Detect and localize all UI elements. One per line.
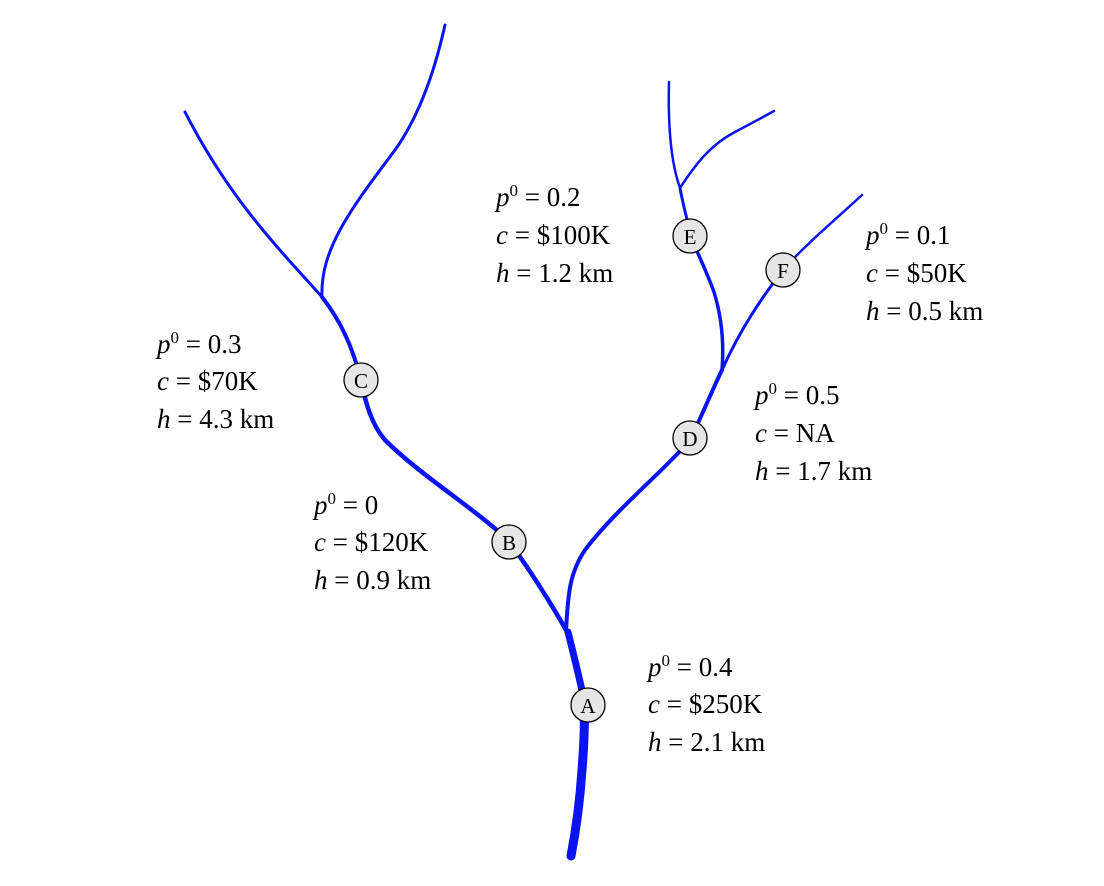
node-c-label: C <box>354 369 368 393</box>
annotation-e-p: p0 = 0.2 <box>494 181 580 212</box>
river-segment-e-right-branch <box>678 109 776 190</box>
annotation-c-p: p0 = 0.3 <box>155 328 241 359</box>
annotation-e: p0 = 0.2 c = $100K h = 1.2 km <box>494 181 613 288</box>
node-d-label: D <box>682 427 697 451</box>
annotation-b-p: p0 = 0 <box>312 489 378 520</box>
annotation-d: p0 = 0.5 c = NA h = 1.7 km <box>753 379 872 486</box>
annotation-f-h: h = 0.5 km <box>866 296 983 326</box>
river-segment-d-to-a <box>564 438 692 632</box>
annotation-a-c: c = $250K <box>648 689 763 719</box>
node-a: A <box>570 687 606 723</box>
node-e-circle <box>672 218 708 254</box>
node-d-circle <box>672 420 708 456</box>
annotation-c-c: c = $70K <box>157 366 258 396</box>
node-b-label: B <box>502 531 516 555</box>
annotation-a-p: p0 = 0.4 <box>646 651 733 682</box>
annotation-e-c: c = $100K <box>496 220 611 250</box>
river-segment-c-to-b <box>358 377 511 543</box>
annotation-a: p0 = 0.4 c = $250K h = 2.1 km <box>646 651 765 757</box>
annotation-d-c: c = NA <box>755 418 835 448</box>
annotation-c-h: h = 4.3 km <box>157 404 274 434</box>
node-b: B <box>491 524 527 560</box>
node-e-label: E <box>684 225 697 249</box>
node-c: C <box>343 362 379 398</box>
node-c-circle <box>343 362 379 398</box>
annotation-d-p: p0 = 0.5 <box>753 379 839 410</box>
annotation-b-h: h = 0.9 km <box>314 565 431 595</box>
river-segment-c-right-branch <box>320 23 447 299</box>
annotation-b: p0 = 0 c = $120K h = 0.9 km <box>312 489 431 595</box>
node-f: F <box>765 252 801 288</box>
annotation-b-c: c = $120K <box>314 527 429 557</box>
river-segment-e-left-branch <box>667 80 682 190</box>
river-segment-e-to-d <box>689 234 725 372</box>
river-segment-outlet <box>566 695 589 861</box>
node-a-circle <box>570 687 606 723</box>
annotation-c: p0 = 0.3 c = $70K h = 4.3 km <box>155 328 274 434</box>
node-f-circle <box>765 252 801 288</box>
node-a-label: A <box>580 694 596 718</box>
river-segment-c-left-branch <box>183 110 324 299</box>
annotation-e-h: h = 1.2 km <box>496 258 613 288</box>
annotation-a-h: h = 2.1 km <box>648 727 765 757</box>
annotation-f-p: p0 = 0.1 <box>864 219 950 250</box>
node-d: D <box>672 420 708 456</box>
node-b-circle <box>491 524 527 560</box>
annotation-f-c: c = $50K <box>866 258 967 288</box>
annotation-d-h: h = 1.7 km <box>755 456 872 486</box>
annotation-f: p0 = 0.1 c = $50K h = 0.5 km <box>864 219 983 326</box>
node-f-label: F <box>777 259 789 283</box>
node-e: E <box>672 218 708 254</box>
